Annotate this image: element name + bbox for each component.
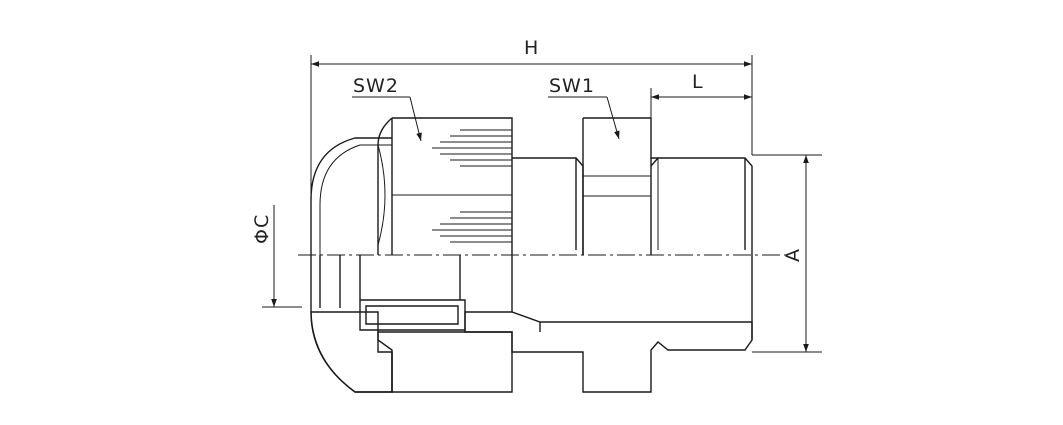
- dome-cap-section: [310, 311, 393, 393]
- dimension-l-label: L: [692, 71, 704, 93]
- entry-thread: [650, 157, 753, 255]
- dimension-h-label: H: [524, 37, 539, 59]
- gland-upper-view: [310, 117, 753, 255]
- nut-section: [377, 331, 513, 393]
- dimension-a: A: [752, 154, 822, 353]
- sw1-body: [582, 117, 652, 255]
- dimension-h: H: [310, 37, 753, 250]
- dimension-a-label: A: [782, 248, 804, 262]
- sw2-leader: SW2: [352, 75, 422, 142]
- middle-thread: [512, 157, 584, 255]
- dimension-l: L: [650, 71, 752, 135]
- sw2-knurl: [432, 129, 512, 243]
- sw2-nut: [377, 117, 513, 255]
- sw1-label: SW1: [549, 75, 595, 97]
- gland-section-view: [310, 255, 753, 393]
- seal-insert: [359, 299, 466, 331]
- dimension-phi-c: ΦC: [251, 205, 302, 308]
- dome-cap: [310, 137, 392, 255]
- sw2-label: SW2: [353, 75, 399, 97]
- dimension-phi-c-label: ΦC: [251, 214, 273, 244]
- body-section: [464, 311, 753, 393]
